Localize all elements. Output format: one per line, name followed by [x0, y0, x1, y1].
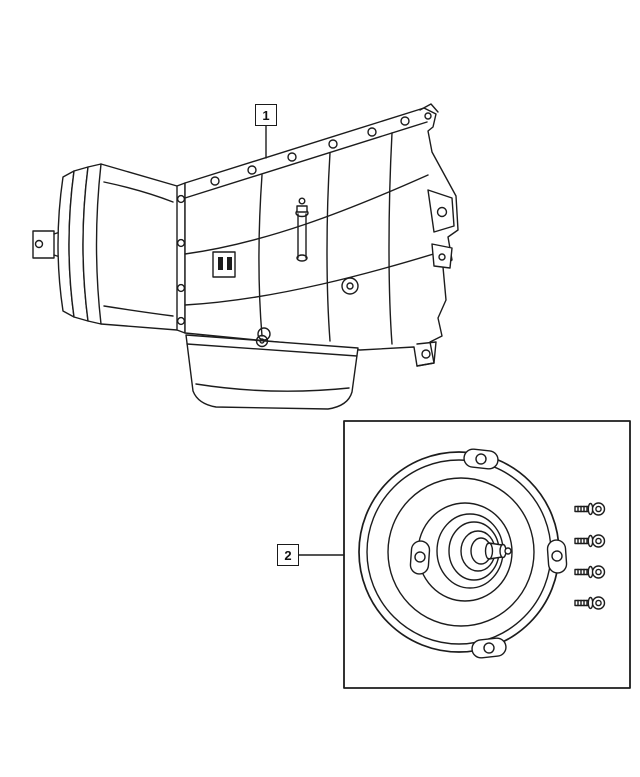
connector-block [212, 251, 236, 278]
mounting-lug [471, 637, 507, 659]
mounting-lug [463, 448, 499, 470]
callout-2-label: 2 [284, 547, 292, 563]
torque-converter-line-art [358, 448, 568, 659]
pilot-hub [484, 542, 512, 560]
mounting-lug [546, 539, 568, 574]
transmission-line-art [32, 103, 459, 410]
case-outline [184, 107, 459, 367]
oil-pan [185, 334, 359, 410]
callout-1-label: 1 [262, 107, 270, 123]
torque-converter-group [343, 420, 631, 689]
callout-2[interactable]: 2 [277, 544, 299, 566]
bell-housing [57, 163, 178, 331]
filler-tube [295, 197, 309, 262]
mounting-lug [409, 540, 431, 575]
callout-1[interactable]: 1 [255, 104, 277, 126]
